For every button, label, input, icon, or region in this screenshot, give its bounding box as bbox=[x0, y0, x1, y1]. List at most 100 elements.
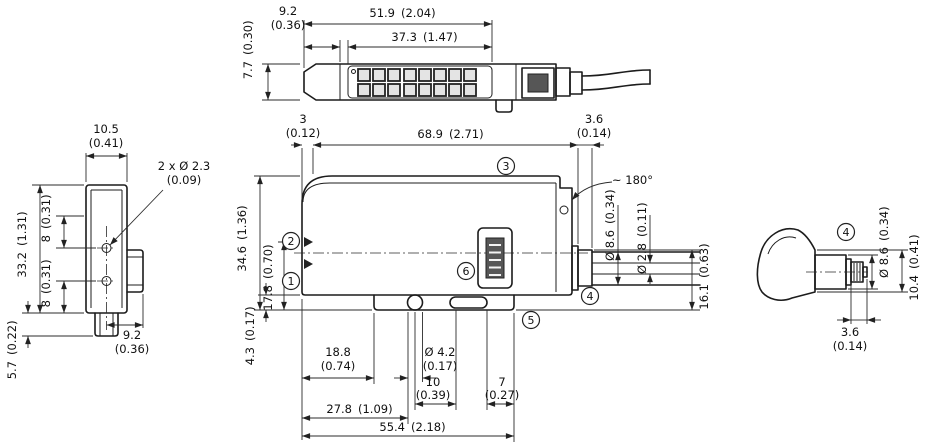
callout-5: 5 bbox=[521, 310, 541, 330]
top-view-body-outline bbox=[303, 63, 557, 101]
svg-text:Ø 8.6: Ø 8.6 bbox=[877, 247, 891, 278]
side-view bbox=[294, 175, 701, 311]
svg-text:3.6: 3.6 bbox=[841, 325, 859, 339]
fiber-clamp-top bbox=[521, 67, 555, 99]
svg-text:7: 7 bbox=[498, 375, 505, 389]
angle-label: ~ 180° bbox=[612, 173, 653, 187]
fiber-port-marker-lower bbox=[304, 259, 313, 269]
svg-text:68.9: 68.9 bbox=[417, 127, 443, 141]
svg-text:(0.34): (0.34) bbox=[603, 189, 617, 224]
dim-side-boot: 3.6 (0.14) bbox=[577, 112, 612, 248]
dim-clip-offset: 18.8 (0.74) bbox=[301, 299, 375, 440]
front-view-dimensions: 10.5 (0.41) 2 x Ø 2.3 (0.09) 8 (0.31) 8 bbox=[5, 122, 210, 379]
top-view-dimensions: 51.9 (2.04) 37.3 (1.47) 9.2 (0.36) 7.7 (… bbox=[241, 4, 493, 101]
clamp-pivot-screw bbox=[559, 205, 569, 215]
dim-top-depth: 7.7 (0.30) bbox=[241, 20, 300, 101]
callout-3: 3 bbox=[496, 156, 516, 176]
svg-text:Ø 8.6: Ø 8.6 bbox=[603, 230, 617, 261]
svg-text:Ø 2.8: Ø 2.8 bbox=[635, 243, 649, 274]
dim-connector-tip: 3.6 (0.14) bbox=[833, 279, 881, 353]
svg-text:(2.04): (2.04) bbox=[401, 6, 436, 20]
connector-view-dimensions: Ø 8.6 (0.34) 10.4 (0.41) 3.6 (0.14) bbox=[817, 206, 921, 353]
svg-text:7.7: 7.7 bbox=[241, 61, 255, 79]
display-recess bbox=[347, 65, 493, 99]
svg-text:Ø 4.2: Ø 4.2 bbox=[425, 345, 456, 359]
svg-text:(0.14): (0.14) bbox=[577, 126, 612, 140]
svg-text:33.2: 33.2 bbox=[15, 252, 29, 278]
holes-callout: 2 x Ø 2.3 (0.09) bbox=[109, 159, 210, 246]
dim-hole-to-slot: 10 (0.39) bbox=[414, 310, 457, 410]
dim-connector-height: 10.4 (0.41) bbox=[817, 234, 921, 301]
dim-base-length: 55.4 (2.18) bbox=[302, 420, 514, 439]
fiber-port-marker-upper bbox=[304, 237, 313, 247]
dim-front-hole-top: 8 (0.31) bbox=[39, 194, 96, 249]
connector-view bbox=[756, 228, 868, 301]
mounting-slot bbox=[449, 296, 488, 309]
svg-text:37.3: 37.3 bbox=[391, 30, 417, 44]
dim-core-diameter: Ø 2.8 (0.11) bbox=[635, 202, 653, 284]
svg-text:2: 2 bbox=[288, 235, 295, 248]
dim-front-width: 10.5 (0.41) bbox=[85, 122, 128, 182]
svg-text:(0.11): (0.11) bbox=[635, 202, 649, 237]
svg-text:1: 1 bbox=[288, 275, 295, 288]
top-view bbox=[303, 63, 651, 113]
svg-text:(1.09): (1.09) bbox=[358, 402, 393, 416]
mounting-hole-upper bbox=[101, 243, 112, 253]
side-connector-socket bbox=[477, 227, 513, 289]
svg-text:8: 8 bbox=[39, 235, 53, 242]
dim-front-tab: 9.2 (0.36) bbox=[106, 294, 150, 356]
svg-text:(0.30): (0.30) bbox=[241, 20, 255, 55]
callout-6: 6 bbox=[456, 261, 476, 281]
cable-side bbox=[591, 251, 701, 286]
svg-text:(0.31): (0.31) bbox=[39, 259, 53, 294]
svg-text:4: 4 bbox=[587, 290, 594, 303]
svg-text:51.9: 51.9 bbox=[369, 6, 395, 20]
dim-hole-offset: 27.8 (1.09) bbox=[302, 402, 408, 421]
side-tab bbox=[126, 249, 144, 293]
svg-text:(0.09): (0.09) bbox=[167, 173, 202, 187]
svg-text:9.2: 9.2 bbox=[123, 328, 141, 342]
callout-2: 2 bbox=[281, 231, 301, 251]
dim-top-overall: 51.9 (2.04) bbox=[303, 6, 493, 68]
svg-text:16.1: 16.1 bbox=[697, 284, 711, 310]
svg-text:(1.31): (1.31) bbox=[15, 211, 29, 246]
dim-side-front-offset: 3 (0.12) bbox=[286, 112, 320, 200]
svg-text:10: 10 bbox=[426, 375, 441, 389]
dim-cable-diameter: Ø 8.6 (0.34) bbox=[603, 189, 621, 285]
svg-text:(0.27): (0.27) bbox=[485, 388, 520, 402]
mounting-hole-lower bbox=[101, 276, 112, 286]
svg-text:(0.39): (0.39) bbox=[416, 388, 451, 402]
svg-text:3.6: 3.6 bbox=[585, 112, 603, 126]
dim-side-clip-depth: 4.3 (0.17) bbox=[243, 283, 300, 365]
seven-segment-display bbox=[357, 68, 477, 97]
svg-text:(1.47): (1.47) bbox=[423, 30, 458, 44]
svg-text:(2.71): (2.71) bbox=[449, 127, 484, 141]
dim-side-length: 68.9 (2.71) bbox=[313, 127, 579, 244]
cable-boot bbox=[571, 245, 593, 291]
front-view bbox=[85, 184, 144, 337]
svg-text:10.5: 10.5 bbox=[93, 122, 119, 136]
svg-text:(2.18): (2.18) bbox=[411, 420, 446, 434]
indicator-led bbox=[351, 69, 356, 74]
callout-1: 1 bbox=[281, 271, 301, 291]
dim-outlet-height: 16.1 (0.63) bbox=[516, 243, 711, 311]
dim-hole-diameter: Ø 4.2 (0.17) bbox=[394, 312, 457, 424]
svg-text:6: 6 bbox=[463, 265, 470, 278]
dim-side-height: 34.6 (1.36) bbox=[235, 175, 372, 311]
dim-front-hole-bottom: 8 (0.31) bbox=[22, 259, 96, 314]
dim-connector-diameter: Ø 8.6 (0.34) bbox=[848, 206, 891, 290]
din-rail-clip bbox=[373, 294, 515, 311]
side-view-body-outline bbox=[301, 175, 573, 296]
svg-text:4: 4 bbox=[843, 226, 850, 239]
svg-text:17.8: 17.8 bbox=[261, 285, 275, 311]
svg-text:5: 5 bbox=[528, 314, 535, 327]
svg-text:18.8: 18.8 bbox=[325, 345, 351, 359]
svg-text:(0.41): (0.41) bbox=[89, 136, 124, 150]
svg-text:3: 3 bbox=[299, 112, 306, 126]
svg-text:5.7: 5.7 bbox=[5, 361, 19, 379]
svg-text:(0.36): (0.36) bbox=[115, 342, 150, 356]
side-view-dimensions: 3 (0.12) 68.9 (2.71) 3.6 (0.14) 34.6 (1.… bbox=[235, 112, 711, 442]
svg-text:(0.17): (0.17) bbox=[423, 359, 458, 373]
dim-slot-end: 7 (0.27) bbox=[485, 310, 520, 442]
